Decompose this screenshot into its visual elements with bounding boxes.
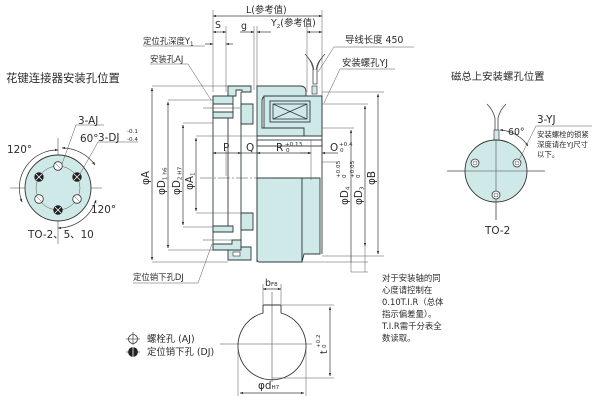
angle-120-bottom-arc [57, 199, 97, 230]
dim-phiA-label: φA [140, 170, 152, 185]
dim-phiB-label: φB [366, 171, 378, 185]
bore-view: bF8 t +0.2 0 φdH7 [220, 278, 334, 396]
dim-phiD3-label: φD3 [353, 186, 366, 205]
flange-top-cap [227, 85, 252, 97]
note-line: 以下。 [537, 150, 559, 159]
screw-hole-icon [470, 158, 480, 168]
dim-d-label: φdH7 [258, 380, 280, 392]
rotor-lower [256, 177, 303, 263]
dowel-hole-icon [53, 205, 63, 215]
legend-bolt-hole-label: 螺栓孔 (AJ) [147, 333, 195, 345]
dim-L-label: L(参考值) [246, 4, 287, 16]
dim-O-tol-upper: +0.4 [339, 142, 353, 148]
note-line: 心度请控制在 [382, 285, 432, 295]
legend-dowel-hole-label: 定位销下孔 (DJ) [147, 346, 214, 358]
note-line: 深度请在YJ尺寸 [537, 140, 588, 149]
right-view: 磁总上安装螺孔位置 3-YJ 60° 安装螺栓的锁紧 深度请在YJ尺寸 以下。 … [447, 70, 592, 237]
label-3-yj: 3-YJ [537, 114, 556, 126]
dim-Y2-label: Y2(参考值) [270, 17, 316, 30]
bolt-hole-legend-icon [126, 332, 140, 346]
note-mount-screw: 安装螺孔YJ [342, 57, 388, 69]
concentricity-note: 对于安装轴的同 心度请控制在 0.10T.I.R（总体 指示偏差量）。 T.I.… [381, 273, 444, 343]
lead-wire [304, 53, 326, 95]
angle-60-arc [499, 128, 529, 147]
dim-phiD3-tol-upper: +0.05 [350, 160, 356, 178]
screw-hole-icon [491, 190, 501, 200]
hub-bottom-block [240, 212, 254, 231]
field-lower [301, 177, 321, 263]
dim-O-tol-lower: 0 [340, 148, 344, 154]
label-angle-120-bottom: 120° [91, 204, 116, 216]
screw-hole-icon [512, 158, 522, 168]
dim-t-tol-upper: +0.2 [316, 334, 322, 348]
note-line: 数读取。 [382, 333, 416, 343]
leader-3-aj [61, 124, 104, 165]
dim-phiD3-tol-lower: 0 [356, 174, 362, 178]
label-angle-60: 60° [80, 133, 98, 145]
flange-bottom-rim [212, 225, 234, 233]
dim-Q-label: Q [246, 142, 254, 154]
dim-b-label: bF8 [265, 278, 278, 289]
dowel-hole-icon [72, 172, 82, 182]
flange-top-rim [212, 111, 234, 119]
right-view-title: 磁总上安装螺孔位置 [451, 70, 545, 83]
left-view: 花键连接器安装孔位置 [6, 71, 138, 244]
note-line: 安装螺栓的锁紧 [537, 130, 589, 139]
dim-t-tol-lower: 0 [322, 344, 328, 348]
dim-phiD1-label: φD1h6 [156, 167, 169, 195]
dim-phiD4-tol-lower: 0 [342, 174, 348, 178]
dim-phiD4-tol-upper: +0.05 [336, 160, 342, 178]
leader-mount-hole [150, 63, 212, 101]
dowel-hole-legend-icon [126, 345, 140, 359]
leader-dowel-hole [133, 243, 213, 284]
dowel-hole-icon [34, 172, 44, 182]
dim-phiD2-label: φD2H7 [171, 166, 184, 195]
leader-wire-length [317, 46, 414, 73]
dim-phiA1-label: φA1 [184, 172, 197, 190]
dim-P-label: P [223, 142, 229, 154]
dim-R-tol-lower: 0 [286, 148, 290, 154]
leader-mount-screw [323, 68, 395, 104]
angle-60-arc [61, 146, 96, 166]
label-3-dj-tol-upper: -0.1 [127, 129, 138, 135]
dim-R-tol-upper: +0.13 [285, 142, 303, 148]
note-mount-hole: 安装孔AJ [150, 54, 183, 64]
dim-O-label: O [330, 142, 338, 154]
label-angle-60: 60° [508, 127, 525, 138]
left-view-title: 花键连接器安装孔位置 [6, 71, 120, 85]
dim-S-label: S [215, 20, 221, 31]
label-3-dj: 3-DJ [98, 132, 119, 144]
note-wire-length: 导线长度 450 [345, 34, 403, 46]
dim-t-label: t [319, 350, 330, 354]
right-view-caption: TO-2 [484, 225, 510, 237]
label-3-dj-tol-lower: -0.4 [127, 137, 138, 143]
angle-120-top-arc [18, 148, 59, 203]
leader-3-dj [79, 141, 138, 175]
dim-R-label: R [276, 142, 283, 154]
label-3-aj: 3-AJ [78, 115, 98, 127]
label-angle-120-top: 120° [7, 144, 32, 156]
flange-bottom-lip [212, 239, 242, 251]
note-pin-depth: 定位孔深度Y1 [143, 36, 194, 48]
section-view: L(参考值) S g Y2(参考值) 定位孔深度Y1 安装孔AJ 导线长度 [133, 4, 414, 284]
cross-section-body [212, 85, 323, 263]
leader-3-yj [518, 125, 592, 161]
lead-wire-icon [486, 103, 507, 131]
note-line: 0.10T.I.R（总体 [382, 297, 444, 307]
note-line: 指示偏差量）。 [382, 309, 436, 319]
note-dowel-hole: 定位销下孔DJ [133, 272, 184, 282]
legend: 螺栓孔 (AJ) 定位销下孔 (DJ) [126, 332, 214, 359]
hub-top-block [240, 103, 254, 125]
dim-g-label: g [241, 21, 247, 32]
note-line: T.I.R需千分表全 [381, 321, 442, 331]
note-line: 对于安装轴的同 [382, 273, 441, 283]
dim-phiD4-label: φD4 [339, 186, 352, 205]
left-view-caption: TO-2、5、10 [27, 229, 94, 241]
